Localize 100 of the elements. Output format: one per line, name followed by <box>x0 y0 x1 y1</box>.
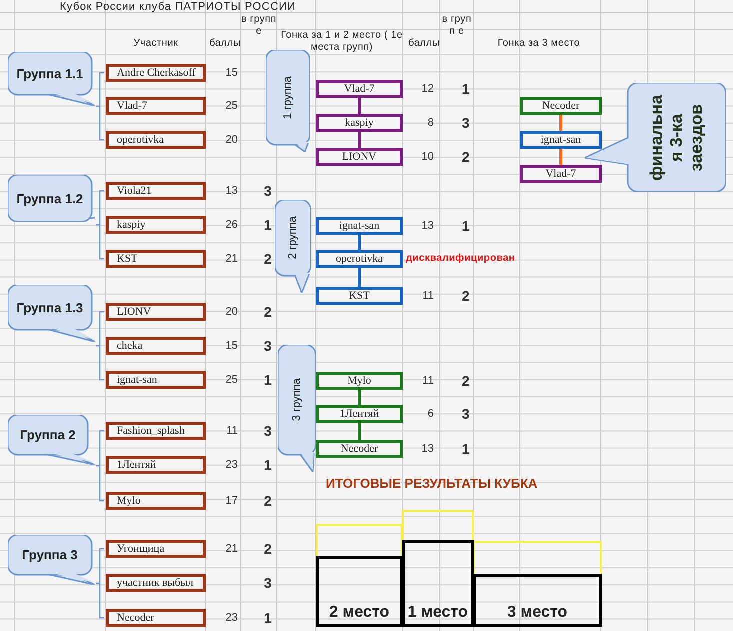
place-value: 1 <box>263 457 273 473</box>
name-box: Mylo <box>106 492 206 510</box>
connector-line <box>358 235 361 250</box>
place-value: 2 <box>263 304 273 320</box>
column-header: Гонка за 1 и 2 место ( 1е места групп) <box>280 30 404 53</box>
score-value: 21 <box>226 543 238 555</box>
place-value: 1 <box>263 217 273 233</box>
score-value: 11 <box>422 375 434 387</box>
connector-line <box>358 390 361 405</box>
score-value: 15 <box>226 67 238 79</box>
score-value: 25 <box>226 374 238 386</box>
group-label: Группа 1.3 <box>16 300 84 315</box>
callout-bubble <box>278 345 316 472</box>
place-value: 2 <box>462 373 470 389</box>
name-box: Necoder <box>106 609 206 627</box>
name-slot <box>473 541 602 576</box>
group-label: Группа 1.2 <box>16 191 84 206</box>
name-box: ignat-san <box>106 371 206 389</box>
place-value: 1 <box>263 372 273 388</box>
connector-line <box>358 268 361 287</box>
name-box: ignat-san <box>316 217 403 235</box>
podium-step: 2 место <box>316 556 403 627</box>
name-box: ignat-san <box>520 131 602 149</box>
column-header: в групп е <box>441 14 473 37</box>
name-box: KST <box>316 287 403 305</box>
place-value: 3 <box>263 183 273 199</box>
name-box: Andre Cherkasoff <box>106 64 206 82</box>
name-box: LIONV <box>106 303 206 321</box>
name-box: Vlad-7 <box>106 97 206 115</box>
score-value: 20 <box>226 134 238 146</box>
score-value: 11 <box>226 425 238 437</box>
name-slot <box>316 524 403 558</box>
place-value: 3 <box>462 115 470 131</box>
callout-bubble <box>266 50 310 152</box>
place-value: 2 <box>462 149 470 165</box>
score-value: 13 <box>422 443 434 455</box>
score-value: 13 <box>226 185 238 197</box>
place-value: 3 <box>263 575 273 591</box>
score-value: 10 <box>422 151 434 163</box>
place-value: 2 <box>263 251 273 267</box>
score-value: 13 <box>422 220 434 232</box>
column-header: в групп е <box>241 14 277 37</box>
group-label: 3 группа <box>291 378 303 422</box>
name-box: участник выбыл <box>106 574 206 592</box>
callout-bubble <box>275 200 311 293</box>
section-heading: ИТОГОВЫЕ РЕЗУЛЬТАТЫ КУБКА <box>325 476 539 492</box>
callout-bubble <box>585 83 726 192</box>
name-box: kaspiy <box>316 114 403 132</box>
group-label: Группа 1.1 <box>16 66 84 81</box>
group-label: 1 группа <box>282 76 294 119</box>
callout-bubble <box>8 535 95 585</box>
podium-step: 1 место <box>402 540 474 627</box>
name-box: Necoder <box>520 97 602 115</box>
name-box: Viola21 <box>106 182 206 200</box>
score-value: 25 <box>226 100 238 112</box>
score-value: 15 <box>226 340 238 352</box>
podium-step: 3 место <box>473 574 602 627</box>
name-box: LIONV <box>316 148 403 166</box>
column-header: Участник <box>132 38 180 50</box>
connector-line <box>560 115 562 131</box>
score-value: 8 <box>428 117 434 129</box>
name-box: KST <box>106 250 206 268</box>
sheet-title: Кубок России клуба ПАТРИОТЫ РОССИИ <box>60 1 296 13</box>
name-box: Fashion_splash <box>106 422 206 440</box>
column-header: баллы <box>408 38 440 50</box>
group-label: Группа 3 <box>22 548 78 562</box>
score-value: 6 <box>428 408 434 420</box>
place-value: 1 <box>263 610 273 626</box>
name-box: Necoder <box>316 440 403 458</box>
name-box: cheka <box>106 337 206 355</box>
name-box: kaspiy <box>106 216 206 234</box>
score-value: 17 <box>226 495 238 507</box>
score-value: 21 <box>226 253 238 265</box>
connector-line <box>358 132 361 148</box>
name-box: Vlad-7 <box>520 165 602 183</box>
place-value: 1 <box>462 218 470 234</box>
callout-bubble <box>8 52 95 106</box>
group-label: Группа 2 <box>20 428 76 442</box>
callout-bubble <box>8 415 95 465</box>
place-value: 3 <box>263 423 273 439</box>
callout-bubble <box>8 175 95 222</box>
name-box: Угонщица <box>106 540 206 558</box>
connector-line <box>358 98 361 114</box>
score-value: 23 <box>226 459 238 471</box>
place-value: 1 <box>462 81 470 97</box>
place-value: 2 <box>263 541 273 557</box>
place-value: 2 <box>263 493 273 509</box>
connector-line <box>560 149 562 165</box>
place-value: 3 <box>263 338 273 354</box>
status-note: дисквалифицирован <box>406 253 516 264</box>
name-box: Vlad-7 <box>316 80 403 98</box>
score-value: 23 <box>226 612 238 624</box>
column-header: баллы <box>208 38 241 50</box>
name-box: Mylo <box>316 372 403 390</box>
connector-line <box>358 423 361 440</box>
name-box: 1Лентяй <box>106 456 206 474</box>
name-box: 1Лентяй <box>316 405 403 423</box>
name-box: operotivka <box>316 250 403 268</box>
score-value: 20 <box>226 306 238 318</box>
score-value: 11 <box>422 290 434 302</box>
